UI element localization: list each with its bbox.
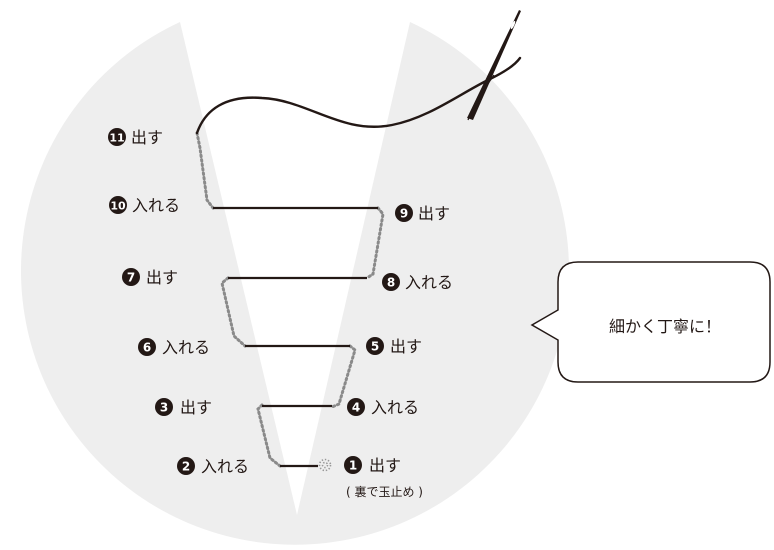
step-7-label: 7 出す bbox=[122, 268, 178, 287]
svg-text:4: 4 bbox=[352, 401, 360, 415]
horizontal-stitches bbox=[213, 206, 378, 468]
step-9-label: 9 出す bbox=[395, 204, 450, 223]
step-10-label: 10 入れる bbox=[109, 196, 180, 215]
svg-text:9: 9 bbox=[400, 207, 408, 221]
svg-text:入れる: 入れる bbox=[162, 338, 210, 357]
step-5-label: 5 出す bbox=[366, 337, 422, 356]
step-8-label: 8 入れる bbox=[382, 273, 453, 292]
svg-text:3: 3 bbox=[160, 401, 168, 415]
fabric-circle bbox=[21, 22, 570, 545]
svg-text:入れる: 入れる bbox=[132, 196, 180, 215]
svg-text:1: 1 bbox=[349, 459, 357, 473]
bubble-text: 細かく丁寧に！ bbox=[609, 317, 721, 336]
dotted-seam-left bbox=[195, 131, 282, 468]
svg-text:入れる: 入れる bbox=[201, 457, 249, 476]
svg-text:8: 8 bbox=[387, 276, 395, 290]
knot-icon bbox=[318, 458, 332, 472]
svg-text:出す: 出す bbox=[390, 337, 422, 356]
svg-text:出す: 出す bbox=[131, 128, 163, 147]
svg-text:11: 11 bbox=[109, 132, 124, 145]
svg-text:出す: 出す bbox=[146, 268, 178, 287]
svg-text:7: 7 bbox=[127, 271, 135, 285]
step-2-label: 2 入れる bbox=[177, 457, 249, 476]
svg-text:入れる: 入れる bbox=[405, 273, 453, 292]
step-1-label: 1 出す ( 裏で玉止め ) bbox=[344, 456, 423, 499]
step-1-note: ( 裏で玉止め ) bbox=[346, 484, 423, 499]
speech-bubble bbox=[530, 261, 771, 383]
svg-text:10: 10 bbox=[110, 200, 126, 213]
svg-text:入れる: 入れる bbox=[371, 398, 419, 417]
needle-icon bbox=[467, 10, 521, 121]
svg-text:出す: 出す bbox=[418, 204, 450, 223]
svg-text:5: 5 bbox=[371, 340, 379, 354]
step-6-label: 6 入れる bbox=[138, 338, 210, 357]
svg-text:出す: 出す bbox=[369, 456, 401, 475]
dotted-seam-right bbox=[330, 206, 385, 409]
step-4-label: 4 入れる bbox=[347, 398, 419, 417]
svg-text:出す: 出す bbox=[180, 398, 212, 417]
step-3-label: 3 出す bbox=[155, 398, 212, 417]
step-11-label: 11 出す bbox=[108, 128, 163, 147]
svg-text:2: 2 bbox=[182, 460, 190, 474]
svg-text:6: 6 bbox=[143, 341, 151, 355]
